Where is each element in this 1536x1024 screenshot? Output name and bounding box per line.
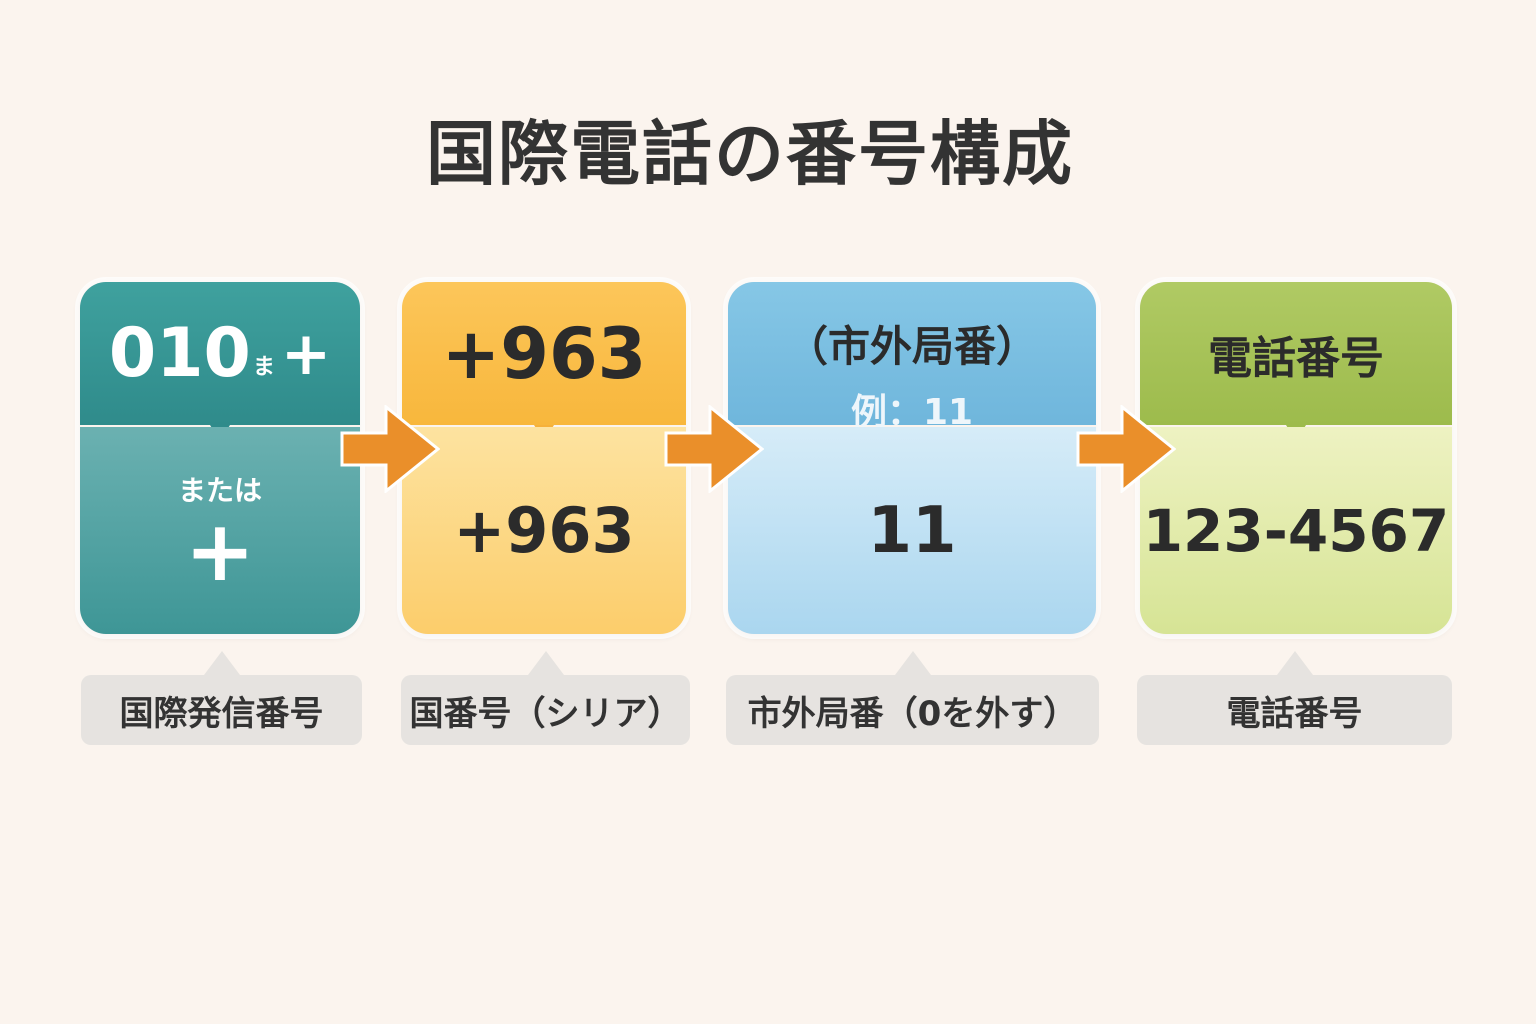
prefix-plus: +	[280, 318, 332, 389]
phone-number-title: 電話番号	[1208, 332, 1384, 384]
card-top: +963	[402, 282, 686, 425]
card-bottom: +963	[402, 427, 686, 634]
card-top: （市外局番） 例：11	[728, 282, 1096, 433]
prefix-small: ま	[252, 354, 275, 380]
card-area-code: （市外局番） 例：11 11	[728, 282, 1096, 634]
card-top: 電話番号	[1140, 282, 1452, 425]
label-international-prefix: 国際発信番号	[81, 651, 362, 745]
plus-sign: +	[184, 501, 256, 600]
card-phone-number: 電話番号 123-4567	[1140, 282, 1452, 634]
card-bottom: 11	[728, 427, 1096, 634]
arrow-right-icon	[664, 405, 764, 493]
prefix-010: 010	[108, 314, 251, 393]
label-phone-number: 電話番号	[1137, 651, 1452, 745]
country-code-bottom: +963	[453, 494, 635, 567]
page-title: 国際電話の番号構成	[426, 113, 1074, 195]
area-code-example: 例：11	[850, 392, 974, 433]
card-international-prefix: 010 ま + または +	[80, 282, 360, 634]
label-country-code: 国番号（シリア）	[401, 651, 690, 745]
card-country-code: +963 +963	[402, 282, 686, 634]
area-code-value: 11	[867, 493, 957, 568]
or-text: または	[177, 473, 262, 507]
arrow-right-icon	[340, 405, 440, 493]
area-code-title: （市外局番）	[785, 322, 1038, 371]
phone-number-value: 123-4567	[1142, 496, 1450, 565]
country-code-top: +963	[441, 312, 647, 395]
label-area-code: 市外局番（0を外す）	[726, 651, 1099, 745]
arrow-right-icon	[1076, 405, 1176, 493]
card-bottom: または +	[80, 427, 360, 634]
card-bottom: 123-4567	[1140, 427, 1452, 634]
card-top: 010 ま +	[80, 282, 360, 425]
